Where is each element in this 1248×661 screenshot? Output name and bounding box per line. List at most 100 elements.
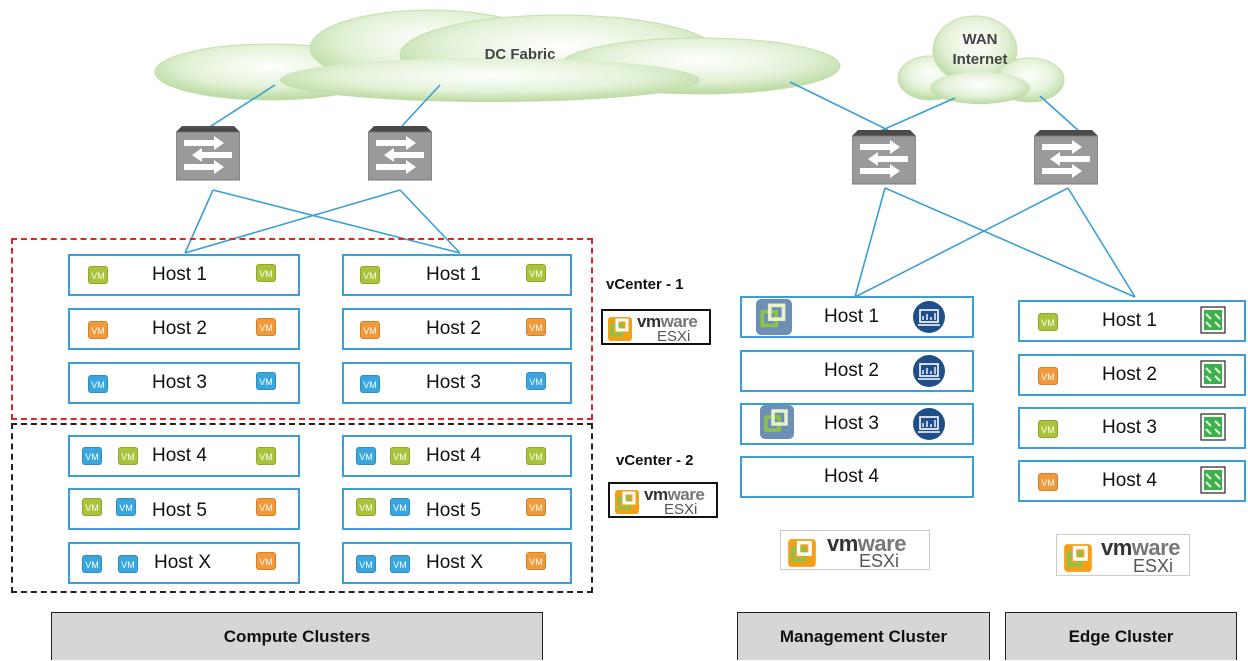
vcenter-2-label: vCenter - 2 — [616, 452, 694, 469]
vsphere-logo-icon — [756, 299, 792, 335]
compute-host[interactable]: VM VM Host 4 VM — [342, 435, 572, 477]
compute-host[interactable]: VM Host 1 VM — [68, 254, 300, 296]
esxi-logo: vmware ESXi — [608, 482, 718, 518]
management-cluster-label: Management Cluster — [737, 612, 990, 660]
vm-icon: VM — [256, 447, 276, 465]
management-host[interactable]: Host 1 — [740, 296, 974, 338]
vmware-brand-light: ware — [660, 312, 698, 331]
vm-icon: VM — [360, 266, 380, 284]
vsphere-logo-icon — [1064, 544, 1092, 572]
compute-host[interactable]: VM Host 3 VM — [68, 362, 300, 404]
esxi-wordmark: ESXi — [1133, 556, 1174, 576]
esxi-wordmark: ESXi — [664, 501, 698, 518]
vmware-brand-bold: vm — [644, 485, 668, 504]
dc-fabric-label: DC Fabric — [484, 46, 556, 63]
vmware-brand-bold: vm — [637, 312, 661, 331]
vm-icon: VM — [356, 447, 376, 465]
wan-label-line2: Internet — [952, 51, 1008, 68]
host-label: Host 2 — [152, 318, 207, 339]
host-label: Host 4 — [426, 445, 481, 466]
vsphere-logo-icon — [788, 539, 816, 567]
compute-host[interactable]: VM VM Host X VM — [342, 542, 572, 584]
compute-host[interactable]: VM Host 2 VM — [68, 308, 300, 350]
compute-host[interactable]: VM VM Host X VM — [68, 542, 300, 584]
switch-icon — [368, 126, 432, 181]
vm-icon: VM — [1038, 367, 1058, 385]
switch-icon — [1034, 130, 1098, 185]
edge-host[interactable]: VM Host 3 — [1018, 407, 1246, 449]
host-label: Host 5 — [426, 500, 481, 521]
host-label: Host 1 — [1102, 310, 1157, 331]
management-host[interactable]: Host 2 — [740, 350, 974, 392]
vm-icon: VM — [526, 447, 546, 465]
vmware-brand-light: ware — [1131, 535, 1181, 560]
host-label: Host 3 — [152, 372, 207, 393]
edge-host[interactable]: VM Host 4 — [1018, 460, 1246, 502]
vm-icon: VM — [256, 318, 276, 336]
vm-icon: VM — [356, 498, 376, 516]
host-label: Host 3 — [426, 372, 481, 393]
vm-icon: VM — [526, 552, 546, 570]
esxi-logo: vmware ESXi — [601, 309, 711, 345]
edge-host[interactable]: VM Host 1 — [1018, 300, 1246, 342]
edge-gateway-icon — [1200, 306, 1226, 334]
vmware-wordmark: vmware — [1101, 535, 1180, 561]
wan-label-line1: WAN — [962, 31, 998, 48]
host-label: Host X — [154, 552, 212, 573]
compute-host[interactable]: VM VM Host 5 VM — [342, 488, 572, 530]
vsphere-logo-icon — [760, 405, 794, 439]
vm-icon: VM — [256, 552, 276, 570]
wan-cloud — [897, 15, 1065, 104]
esxi-wordmark: ESXi — [859, 551, 900, 571]
vm-icon: VM — [360, 375, 380, 393]
edge-gateway-icon — [1200, 360, 1226, 388]
host-label: Host 4 — [1102, 470, 1157, 491]
vm-icon: VM — [82, 498, 102, 516]
vm-icon: VM — [88, 266, 108, 284]
switch-icon — [852, 130, 916, 185]
dc-fabric-cloud — [154, 9, 841, 102]
vm-icon: VM — [118, 555, 138, 573]
vm-icon: VM — [526, 372, 546, 390]
vm-icon: VM — [256, 372, 276, 390]
vmware-wordmark: vmware — [644, 485, 705, 505]
host-label: Host 1 — [426, 264, 481, 285]
compute-host[interactable]: VM Host 1 VM — [342, 254, 572, 296]
host-label: Host 3 — [824, 413, 879, 434]
vmware-brand-bold: vm — [827, 531, 858, 556]
host-label: Host 1 — [824, 306, 879, 327]
management-host[interactable]: Host 4 — [740, 456, 974, 498]
vm-icon: VM — [1038, 313, 1058, 331]
host-label: Host 3 — [1102, 417, 1157, 438]
host-label: Host 4 — [824, 466, 879, 487]
vmware-brand-light: ware — [667, 485, 705, 504]
wan-label: WAN Internet — [930, 30, 1030, 70]
compute-host[interactable]: VM VM Host 4 VM — [68, 435, 300, 477]
compute-host[interactable]: VM Host 2 VM — [342, 308, 572, 350]
edge-gateway-icon — [1200, 413, 1226, 441]
vm-icon: VM — [360, 321, 380, 339]
vm-icon: VM — [116, 498, 136, 516]
vm-icon: VM — [118, 447, 138, 465]
edge-host[interactable]: VM Host 2 — [1018, 354, 1246, 396]
vcenter-appliance-icon — [913, 301, 945, 333]
compute-host[interactable]: VM VM Host 5 VM — [68, 488, 300, 530]
vsphere-logo-icon — [615, 490, 639, 514]
host-label: Host 4 — [152, 445, 207, 466]
host-label: Host X — [426, 552, 484, 573]
esxi-wordmark: ESXi — [657, 328, 691, 345]
compute-host[interactable]: VM Host 3 VM — [342, 362, 572, 404]
esxi-logo: vmware ESXi — [1056, 534, 1190, 576]
management-host[interactable]: Host 3 — [740, 403, 974, 445]
vmware-wordmark: vmware — [637, 312, 698, 332]
host-label: Host 5 — [152, 500, 207, 521]
vm-icon: VM — [88, 321, 108, 339]
vm-icon: VM — [88, 375, 108, 393]
vcenter-appliance-icon — [913, 355, 945, 387]
vm-icon: VM — [526, 318, 546, 336]
vm-icon: VM — [256, 498, 276, 516]
vmware-brand-bold: vm — [1101, 535, 1132, 560]
host-label: Host 2 — [426, 318, 481, 339]
switch-icon — [176, 126, 240, 181]
